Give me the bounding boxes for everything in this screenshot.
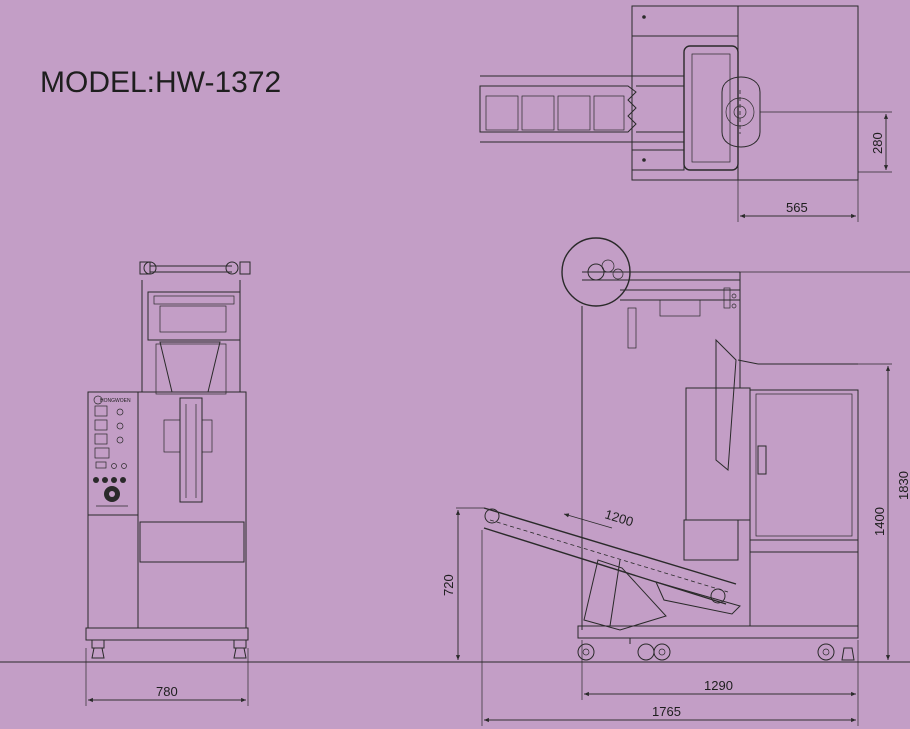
control-panel (87, 391, 139, 629)
side-view (455, 237, 910, 726)
top-view (479, 5, 892, 222)
inclined-conveyor (483, 507, 741, 631)
dim-top-width: 565 (786, 200, 808, 215)
dim-side-base: 1290 (704, 678, 733, 693)
model-title: MODEL:HW-1372 (40, 66, 281, 99)
dim-side-total: 1765 (652, 704, 681, 719)
panel-brand-label: HONGWOEN (100, 398, 131, 404)
top-view-cabinet (631, 5, 859, 181)
dim-front-width: 780 (156, 684, 178, 699)
dim-conveyor-length: 1200 (603, 507, 635, 530)
dim-conveyor-height: 720 (441, 574, 456, 596)
dim-body-height: 1400 (872, 507, 887, 536)
dim-top-depth: 280 (870, 132, 885, 154)
front-view (85, 261, 251, 706)
dim-total-height: 1830 (896, 471, 910, 500)
